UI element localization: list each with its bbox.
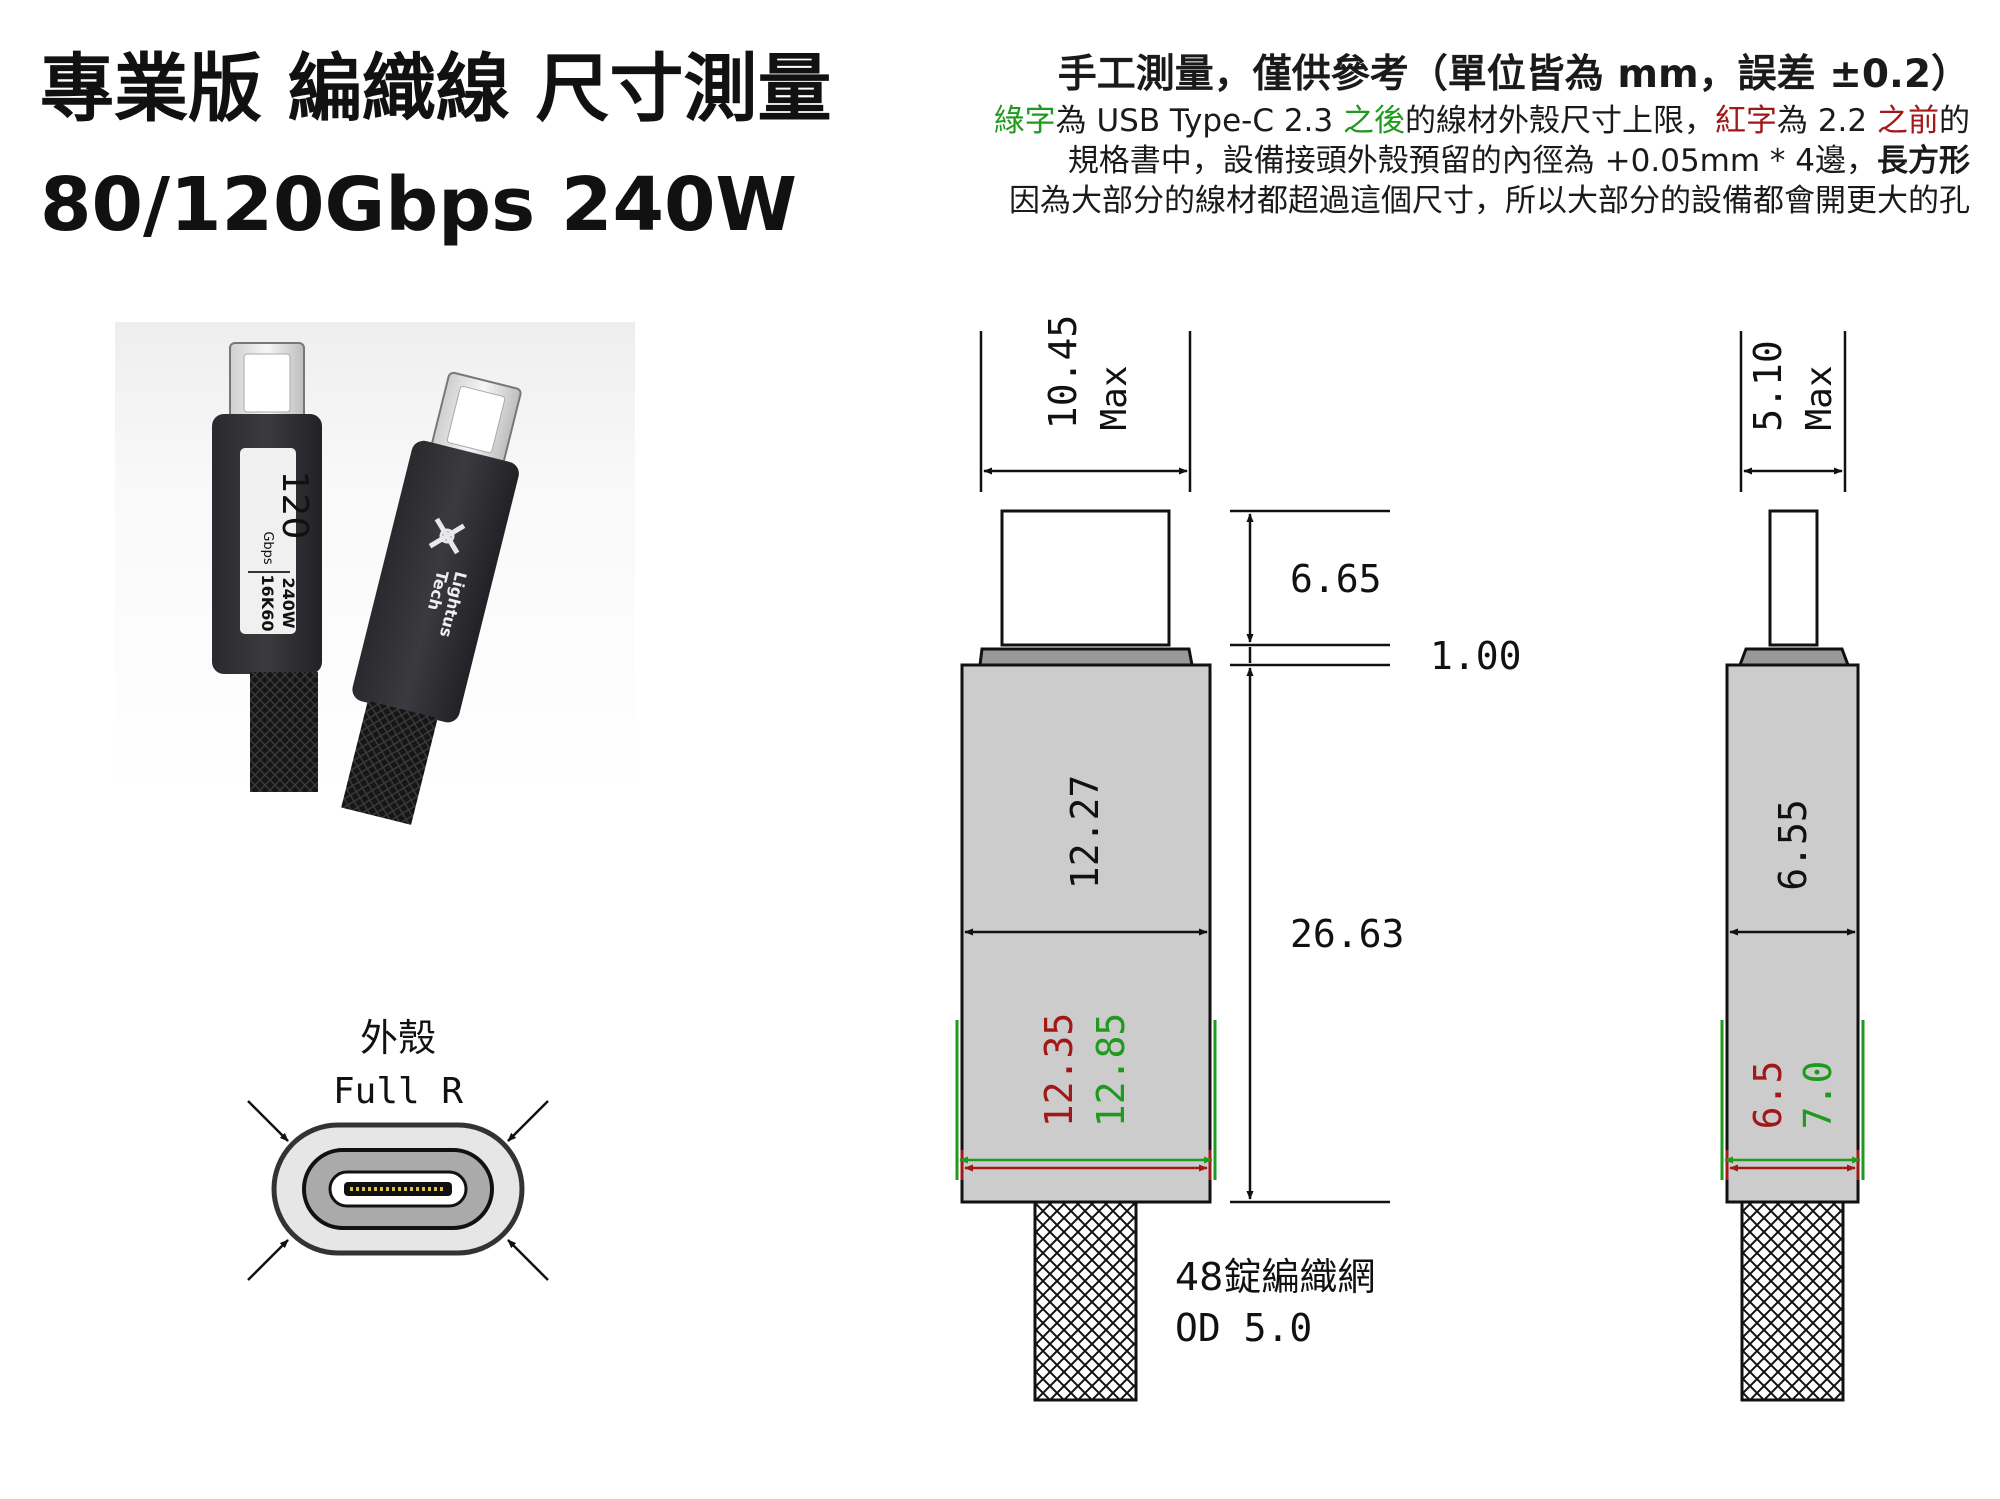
label-badge-res: 16K60	[258, 575, 277, 632]
side-old-limit-value: 6.5	[1746, 1061, 1790, 1130]
side-braid	[1740, 1200, 1845, 1402]
front-step	[978, 647, 1194, 667]
body-width-value: 12.27	[1063, 775, 1107, 889]
page-title: 專業版 編織線 尺寸測量	[40, 46, 832, 132]
cable-photo-left: 120 Gbps 240W 16K60	[212, 342, 322, 792]
label-unit: Gbps	[260, 531, 275, 565]
front-view: 10.45 Max 6.65 1.00 26.63 12.27 12.35 12…	[955, 315, 1522, 1402]
arrow-icon	[507, 1239, 549, 1281]
note-red-word: 紅字	[1714, 102, 1777, 139]
note-text: 規格書中，設備接頭外殼預留的內徑為 +0.05mm * 4邊，	[1067, 142, 1877, 179]
braid-od-label: OD 5.0	[1175, 1306, 1312, 1350]
cable-photo-right: Lightus Tech	[341, 371, 522, 825]
body-length-value: 26.63	[1290, 912, 1404, 956]
front-width-max-sub: Max	[1094, 365, 1135, 430]
side-new-limit-value: 7.0	[1796, 1061, 1840, 1130]
arrow-icon	[247, 1239, 289, 1281]
side-width-max-value: 5.10	[1746, 340, 1790, 432]
note-text: 的線材外殼尺寸上限，	[1404, 102, 1715, 139]
step-value: 1.00	[1430, 634, 1522, 678]
plug-length-value: 6.65	[1290, 557, 1382, 601]
note-red-before: 之前	[1877, 102, 1939, 139]
front-new-limit-value: 12.85	[1089, 1013, 1133, 1127]
side-step	[1737, 647, 1851, 667]
note-line-1: 手工測量，僅供參考（單位皆為 mm，誤差 ±0.2）	[1057, 52, 1970, 97]
label-badge-watt: 240W	[279, 577, 298, 628]
side-view: 5.10 Max 6.55 6.5 7.0	[1720, 331, 1865, 1402]
note-line-3: 規格書中，設備接頭外殼預留的內徑為 +0.05mm * 4邊，長方形	[830, 143, 1970, 180]
note-green-after: 之後	[1342, 102, 1405, 139]
front-braid	[1033, 1200, 1138, 1402]
note-line-4: 因為大部分的線材都超過這個尺寸，所以大部分的設備都會開更大的孔	[1009, 183, 1970, 220]
front-old-limit-value: 12.35	[1037, 1013, 1081, 1127]
shell-label: 外殼	[360, 1016, 436, 1060]
front-plug	[1000, 509, 1171, 647]
shell-profile-icon	[271, 1122, 525, 1256]
brand-logo-icon	[428, 517, 466, 555]
braid-label: 48錠編織網	[1175, 1255, 1375, 1299]
note-text: 為 2.2	[1776, 102, 1877, 139]
front-body	[960, 663, 1212, 1204]
measurement-notes: 手工測量，僅供參考（單位皆為 mm，誤差 ±0.2） 綠字為 USB Type-…	[830, 52, 1970, 220]
arrow-icon	[507, 1100, 549, 1142]
shell-profile-label: Full R	[333, 1071, 463, 1112]
side-plug	[1768, 509, 1819, 647]
note-text: 的	[1939, 102, 1970, 139]
label-speed: 120	[274, 471, 315, 540]
front-width-max-value: 10.45	[1041, 315, 1085, 429]
note-text: 為 USB Type-C 2.3	[1055, 102, 1343, 139]
page-subtitle: 80/120Gbps 240W	[40, 162, 798, 248]
side-width-max-sub: Max	[1799, 365, 1840, 430]
note-line-2: 綠字為 USB Type-C 2.3 之後的線材外殼尺寸上限，紅字為 2.2 之…	[830, 103, 1970, 140]
note-bold-rectangle: 長方形	[1877, 142, 1970, 179]
note-green-word: 綠字	[993, 102, 1056, 139]
arrow-icon	[247, 1100, 289, 1142]
side-thickness-value: 6.55	[1771, 799, 1815, 891]
